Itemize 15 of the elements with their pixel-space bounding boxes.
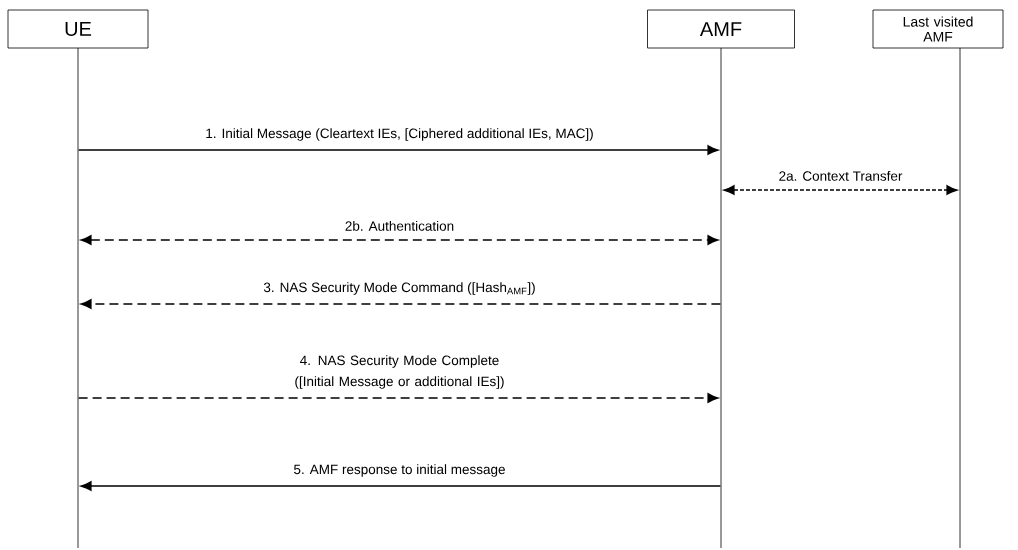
message-label: 4. NAS Security Mode Complete ([Initial Message or additional IEs]) bbox=[295, 355, 504, 389]
arrow bbox=[80, 299, 722, 309]
message-label: 5. AMF response to initial message bbox=[294, 464, 505, 477]
arrow bbox=[77, 145, 719, 155]
participant-box: UE bbox=[7, 9, 149, 49]
arrow bbox=[80, 481, 722, 491]
message-label: 2a. Context Transfer bbox=[779, 170, 903, 181]
participant-box: Last visited AMF bbox=[872, 9, 1004, 49]
message-label: 3. NAS Security Mode Command ([Hash$_{AMF}$]) bbox=[263, 282, 535, 295]
message-label: 1. Initial Message (Cleartext IEs, [Ciphered additional IEs, MAC]) bbox=[206, 128, 593, 141]
message-label: 2b. Authentication bbox=[345, 220, 454, 231]
participant-box: AMF bbox=[647, 9, 795, 49]
arrow bbox=[80, 235, 719, 245]
arrow bbox=[77, 393, 719, 403]
arrow bbox=[723, 185, 958, 195]
